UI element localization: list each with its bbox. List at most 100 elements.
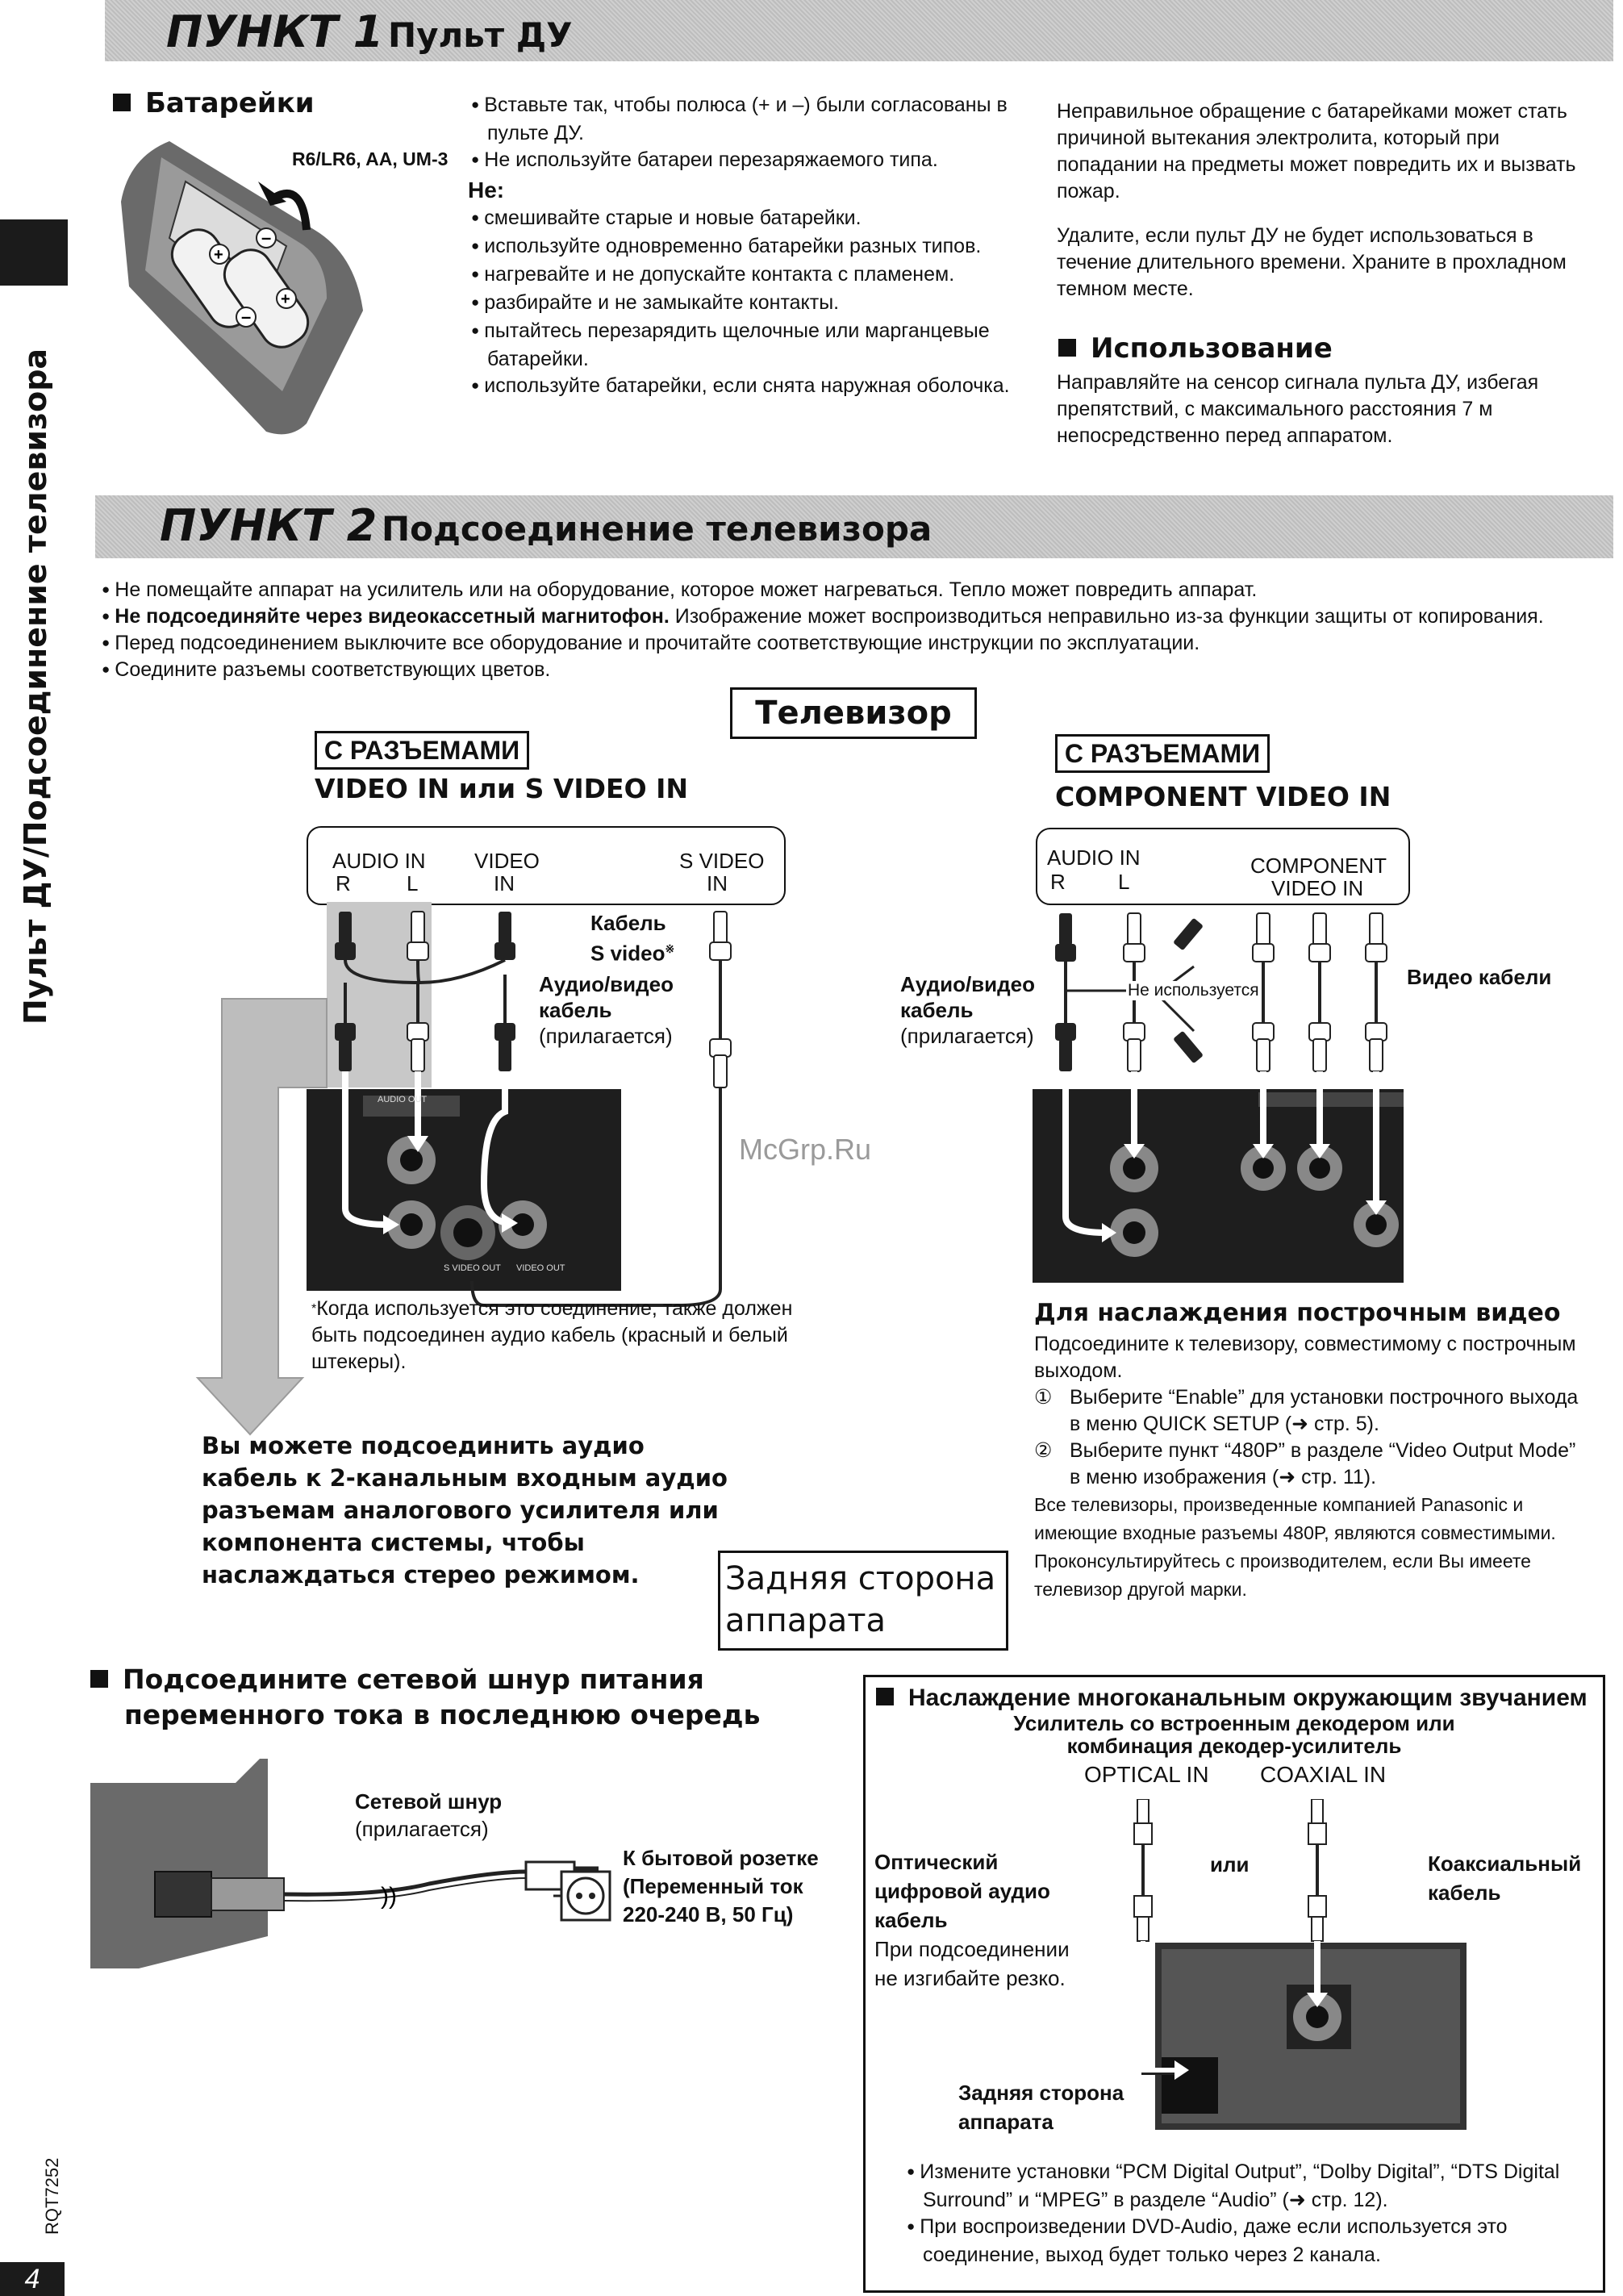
- power-heading: Подсоедините сетевой шнур питания переме…: [90, 1662, 760, 1733]
- battery-warning: Неправильное обращение с батарейками мож…: [1057, 98, 1605, 303]
- step2-header: ПУНКТ 2 Подсоединение телевизора: [95, 495, 1613, 558]
- with-connectors-right: С РАЗЪЕМАМИ: [1055, 734, 1270, 773]
- right-input-type: COMPONENT VIDEO IN: [1055, 781, 1391, 812]
- bullet-square-icon: [1058, 338, 1076, 357]
- optical-cable-label: Оптический цифровой аудио кабель При под…: [874, 1850, 1070, 1990]
- right-component-label: COMPONENT: [1250, 854, 1387, 878]
- ne-item-1: смешивайте старые и новые батарейки.: [468, 205, 1033, 233]
- usage-text: Направляйте на сенсор сигнала пульта ДУ,…: [1057, 371, 1539, 447]
- right-l-label: L: [1118, 870, 1130, 894]
- batteries-heading: Батарейки: [113, 87, 315, 119]
- svg-text:+: +: [214, 246, 223, 264]
- outlet-icon: [553, 1870, 611, 1922]
- step2-note-4: Соедините разъемы соответствующих цветов…: [98, 657, 1615, 684]
- usage-heading: Использование: [1058, 332, 1333, 365]
- left-input-type: VIDEO IN или S VIDEO IN: [315, 773, 689, 804]
- battery-instructions: Вставьте так, чтобы полюса (+ и –) были …: [468, 92, 1033, 401]
- svg-text:)): )): [381, 1883, 397, 1910]
- av-cable-right-label: Аудио/видео кабель (прилагается): [900, 972, 1035, 1048]
- optical-in-label: OPTICAL IN: [1084, 1762, 1209, 1787]
- ne-item-6: используйте батарейки, если снята наружн…: [468, 373, 1033, 401]
- svg-text:–: –: [241, 307, 251, 327]
- bullet-square-icon: [876, 1688, 894, 1706]
- not-used-label: Не используется: [1126, 981, 1261, 1000]
- page-number: 4: [24, 2264, 40, 2294]
- left-l-label: L: [407, 871, 419, 895]
- step2-note-3: Перед подсоединением выключите все обору…: [98, 631, 1615, 657]
- progressive-paragraph: Подсоедините к телевизору, совместимому …: [1034, 1333, 1576, 1382]
- bullet-square-icon: [90, 1669, 108, 1688]
- remote-battery-illustration: + – + –: [121, 141, 363, 435]
- left-svideo-out-label: S VIDEO OUT: [444, 1263, 501, 1273]
- with-connectors-left: С РАЗЪЕМАМИ: [315, 731, 529, 770]
- progressive-text: Подсоедините к телевизору, совместимому …: [1034, 1331, 1591, 1604]
- left-audio-out-label: AUDIO OUT: [378, 1095, 428, 1104]
- coaxial-in-label: COAXIAL IN: [1260, 1762, 1387, 1787]
- watermark: McGrp.Ru: [739, 1133, 872, 1166]
- svg-text:+: +: [281, 290, 290, 308]
- warning-paragraph-2: Удалите, если пульт ДУ не будет использо…: [1057, 224, 1567, 300]
- progressive-heading: Для наслаждения построчным видео: [1034, 1299, 1561, 1327]
- battery-note-2: Не используйте батареи перезаряжаемого т…: [468, 147, 1033, 175]
- warning-paragraph-1: Неправильное обращение с батарейками мож…: [1057, 100, 1576, 202]
- av-cable-left-label: Аудио/видео кабель (прилагается): [539, 972, 674, 1048]
- right-connection-diagram: [1033, 912, 1404, 1283]
- sidebar-title-text: Пульт ДУ/Подсоединение телевизора: [18, 348, 53, 1025]
- ne-label: Не:: [468, 177, 505, 202]
- left-audio-in-label: AUDIO IN: [332, 849, 426, 873]
- step1-number: ПУНКТ 1: [166, 6, 384, 57]
- ne-item-4: разбирайте и не замыкайте контакты.: [468, 290, 1033, 318]
- progressive-note: Все телевизоры, произведенные компанией …: [1034, 1494, 1556, 1600]
- stereo-note: Вы можете подсоединить аудио кабель к 2-…: [202, 1432, 728, 1588]
- cord-label: Сетевой шнур(прилагается): [355, 1789, 503, 1841]
- ne-item-2: используйте одновременно батарейки разны…: [468, 233, 1033, 261]
- video-cables-label: Видео кабели: [1407, 965, 1552, 989]
- ne-item-3: нагревайте и не допускайте контакта с пл…: [468, 261, 1033, 290]
- left-video-label: VIDEO: [474, 849, 540, 873]
- left-svideo-label: S VIDEO: [679, 849, 765, 873]
- sidebar-tab-marker: [0, 219, 68, 286]
- surround-box: [863, 1675, 1605, 2293]
- power-cord-illustration: )): [90, 1759, 599, 1968]
- sidebar-vertical-title: Пульт ДУ/Подсоединение телевизора: [18, 298, 58, 1025]
- svideo-footnote: *Когда используется это соединение, такж…: [311, 1297, 793, 1373]
- step1-title: Пульт ДУ: [387, 15, 573, 55]
- page-code: RQT7252: [42, 2157, 62, 2235]
- left-video-in-label: IN: [494, 871, 515, 895]
- step2-note-1: Не помещайте аппарат на усилитель или на…: [98, 578, 1615, 604]
- tv-label-box: Телевизор: [730, 687, 977, 739]
- or-label: или: [1210, 1852, 1250, 1876]
- right-audio-in-label: AUDIO IN: [1047, 845, 1141, 870]
- svg-text:–: –: [261, 228, 271, 248]
- ne-item-5: пытайтесь перезарядить щелочные или марг…: [468, 318, 1033, 373]
- surround-note-2: При воспроизведении DVD-Audio, даже если…: [903, 2214, 1589, 2269]
- bullet-square-icon: [113, 93, 131, 111]
- step1-header: ПУНКТ 1 Пульт ДУ: [105, 0, 1613, 61]
- surround-notes: Измените установки “PCM Digital Output”,…: [903, 2159, 1589, 2269]
- tv-label: Телевизор: [755, 695, 952, 732]
- left-svideo-in-label: IN: [707, 871, 728, 895]
- right-video-in-label: VIDEO IN: [1271, 876, 1364, 900]
- left-video-out-label: VIDEO OUT: [516, 1263, 565, 1273]
- step2-number: ПУНКТ 2: [160, 500, 378, 551]
- surround-heading: Наслаждение многоканальным окружающим зв…: [876, 1684, 1588, 1712]
- left-tv-panel: AUDIO IN R L VIDEO IN S VIDEO IN: [307, 826, 786, 905]
- step2-title: Подсоединение телевизора: [381, 509, 932, 549]
- step2-note-2: Не подсоединяйте через видеокассетный ма…: [98, 604, 1615, 631]
- left-r-label: R: [336, 871, 351, 895]
- surround-diagram: [1133, 1799, 1467, 2130]
- battery-note-1: Вставьте так, чтобы полюса (+ и –) были …: [468, 92, 1033, 147]
- battery-type-label: R6/LR6, AA, UM-3: [292, 148, 449, 169]
- right-tv-panel: AUDIO IN R L COMPONENT VIDEO IN: [1036, 828, 1410, 905]
- right-r-label: R: [1050, 870, 1066, 894]
- page-number-box: 4: [0, 2262, 65, 2296]
- left-connection-diagram: [195, 902, 732, 1436]
